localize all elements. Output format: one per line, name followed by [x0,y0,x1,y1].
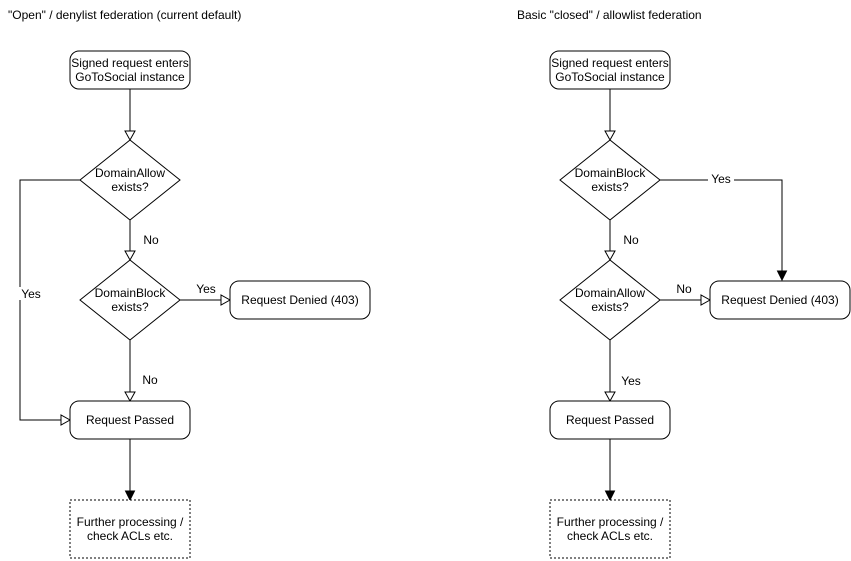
left-request-denied-text: Request Denied (403) [241,293,358,307]
arrowhead-down-icon [124,130,136,142]
left-decision-domainblock [79,259,181,341]
left-label-no-1: No [143,233,159,247]
arrowhead-down-filled-icon [776,270,788,282]
left-further-text-line1: Further processing / [77,515,184,529]
right-start-text-line1: Signed request enters [551,56,668,70]
right-start-node [549,50,671,90]
right-edge-domainblock-yes-to-denied [660,179,783,272]
arrowhead-down-filled-icon [124,490,136,502]
right-label-no-1: No [623,233,639,247]
left-start-text-line2: GoToSocial instance [75,70,185,84]
arrowhead-right-icon [60,414,72,426]
right-flow-title: Basic "closed" / allowlist federation [517,8,702,22]
left-start-node [69,50,191,90]
left-further-processing-node [69,499,191,559]
left-flow-title: "Open" / denylist federation (current de… [8,8,241,22]
left-label-yes-loop: Yes [21,287,41,301]
right-request-passed-node [549,400,671,440]
left-label-yes-loop-bg [19,287,43,300]
arrowhead-down-icon [604,130,616,142]
arrowhead-down-icon [604,391,616,403]
arrowhead-right-icon [700,294,712,306]
left-domainallow-text-line2: exists? [111,180,149,194]
right-request-denied-text: Request Denied (403) [721,293,838,307]
right-domainallow-text-line1: DomainAllow [575,286,645,300]
right-domainallow-text-line2: exists? [591,300,629,314]
left-decision-domainallow [79,139,181,221]
right-further-text-line2: check ACLs etc. [567,529,653,543]
arrowhead-down-icon [124,250,136,262]
right-decision-domainblock [559,139,661,221]
left-request-denied-node [229,280,371,320]
left-domainblock-text-line1: DomainBlock [95,286,167,300]
right-label-yes-1: Yes [711,172,731,186]
right-further-processing-node [549,499,671,559]
arrowhead-down-filled-icon [604,490,616,502]
right-label-yes-2: Yes [621,374,641,388]
left-label-yes-2: Yes [196,282,216,296]
left-domainallow-text-line1: DomainAllow [95,166,165,180]
right-label-no-2: No [676,282,692,296]
right-domainblock-text-line1: DomainBlock [575,166,647,180]
right-domainblock-text-line2: exists? [591,180,629,194]
right-decision-domainallow [559,259,661,341]
right-further-text-line1: Further processing / [557,515,664,529]
left-domainblock-text-line2: exists? [111,300,149,314]
left-further-text-line2: check ACLs etc. [87,529,173,543]
arrowhead-down-icon [604,250,616,262]
right-start-text-line2: GoToSocial instance [555,70,665,84]
left-label-no-2: No [142,373,158,387]
left-request-passed-node [69,400,191,440]
arrowhead-right-icon [220,294,232,306]
left-request-passed-text: Request Passed [86,413,174,427]
right-flow: Basic "closed" / allowlist federation Ye… [517,8,851,559]
right-request-denied-node [709,280,851,320]
right-request-passed-text: Request Passed [566,413,654,427]
left-start-text-line1: Signed request enters [71,56,188,70]
right-label-yes-1-bg [708,172,734,185]
arrowhead-down-icon [124,391,136,403]
left-flow: "Open" / denylist federation (current de… [8,8,371,559]
